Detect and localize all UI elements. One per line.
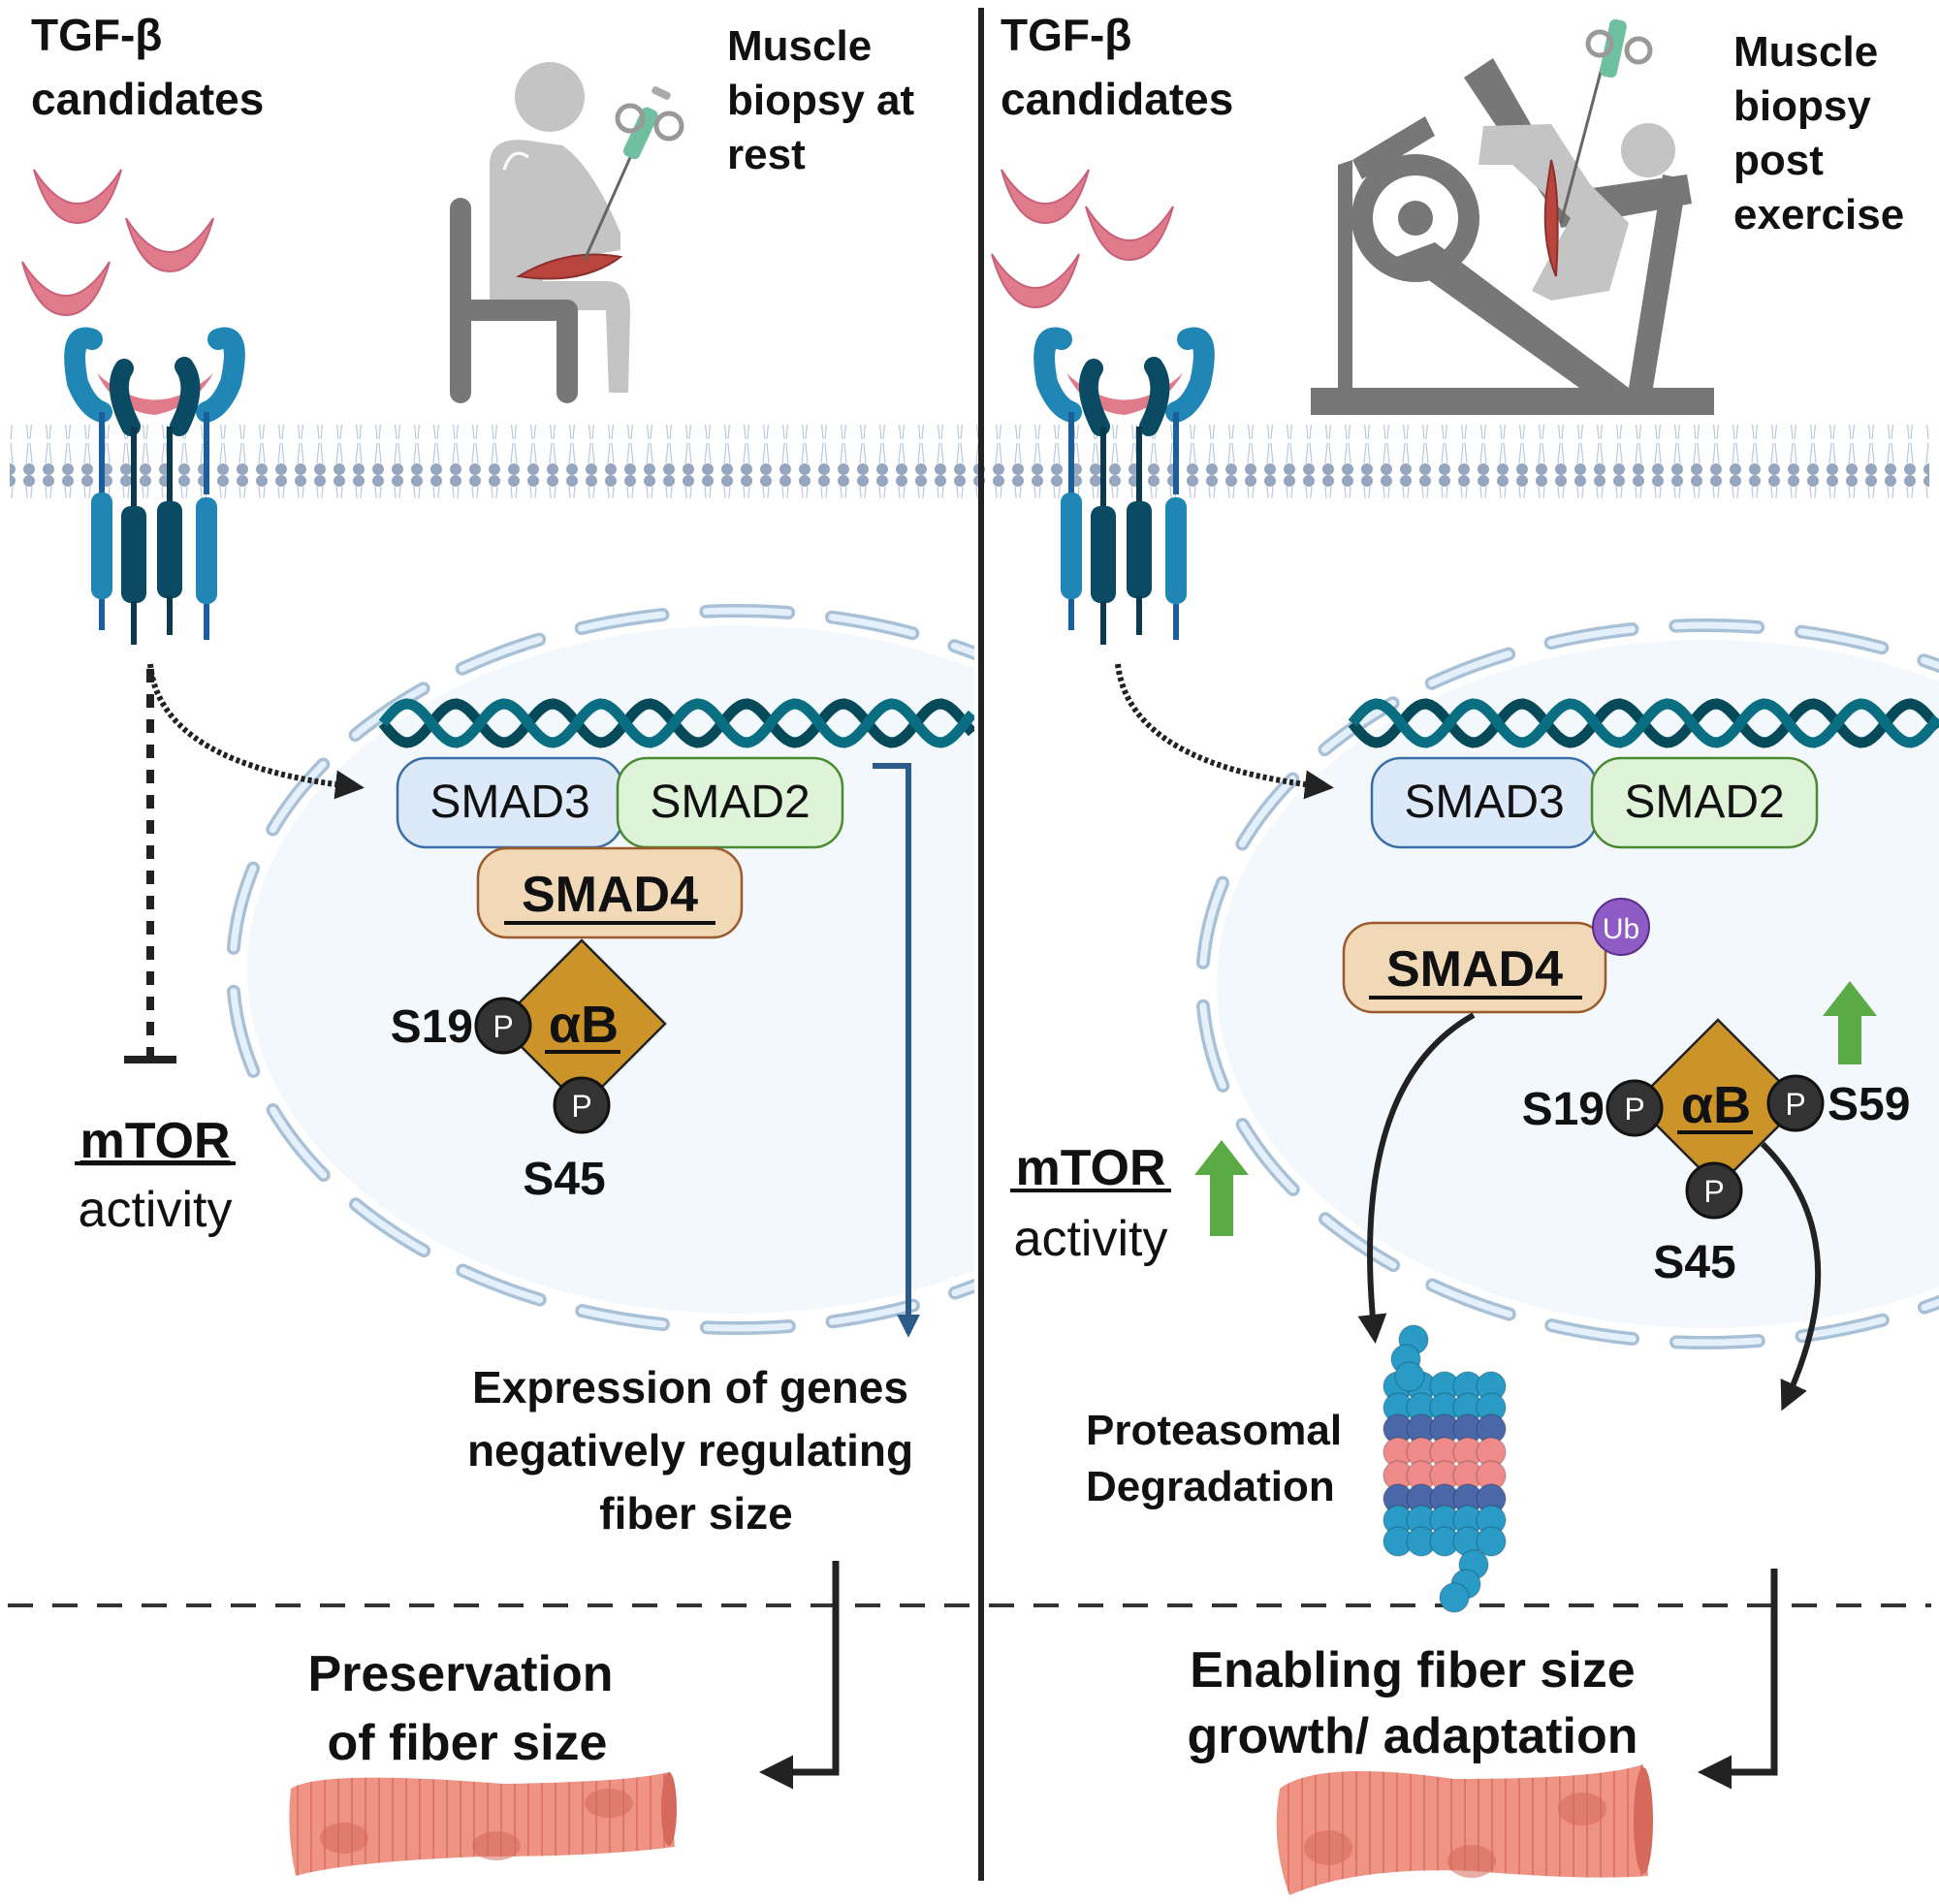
proteasome-subunit — [1439, 1582, 1470, 1613]
ubiquitin-tag: Ub — [1592, 898, 1650, 956]
svg-text:SMAD4: SMAD4 — [1386, 941, 1563, 998]
phospho-up-arrow-icon — [1823, 981, 1877, 1064]
mtor-label: mTOR — [1015, 1140, 1165, 1196]
phospho-site-s19: P — [1605, 1079, 1664, 1137]
outcome-arrow — [759, 1561, 840, 1790]
biopsy-label-line: Muscle — [727, 22, 872, 70]
alpha-b-crystallin: αB — [1633, 1018, 1803, 1189]
ligand-label: TGF-β — [31, 10, 162, 60]
svg-text:Ub: Ub — [1603, 913, 1639, 945]
tgf-beta-ligand — [1001, 169, 1090, 225]
site-label-s19: S19 — [391, 1001, 473, 1053]
site-label-s59: S59 — [1828, 1079, 1910, 1130]
smad4-protein: SMAD4 — [476, 846, 744, 939]
tgf-beta-ligand — [33, 169, 122, 225]
result-text: Preservation — [307, 1646, 613, 1702]
biopsy-label-line: biopsy — [1733, 82, 1871, 130]
svg-text:P: P — [493, 1009, 513, 1044]
biopsy-label-line: exercise — [1733, 191, 1904, 238]
phospho-site-s59: P — [1766, 1074, 1825, 1132]
biopsy-label-line: biopsy at — [727, 77, 914, 124]
dna-strand — [378, 698, 974, 748]
mtor-activity-label: activity — [1014, 1211, 1168, 1267]
svg-text:SMAD3: SMAD3 — [429, 777, 589, 828]
degradation-text: Proteasomal — [1086, 1407, 1342, 1454]
gene-expression-text: fiber size — [599, 1488, 792, 1539]
smad-activation-arrow — [147, 663, 365, 800]
muscle-fiber-normal — [289, 1772, 677, 1876]
degradation-arrow — [1357, 1012, 1476, 1344]
ligand-label-sub: candidates — [31, 74, 264, 124]
gene-expression-text: Expression of genes — [472, 1362, 908, 1412]
svg-text:αB: αB — [549, 996, 619, 1054]
result-text: of fiber size — [328, 1715, 608, 1771]
svg-text:P: P — [1624, 1092, 1644, 1127]
ligand-label: TGF-β — [1001, 10, 1131, 60]
tgf-beta-ligand — [991, 253, 1080, 309]
biopsy-label-line: post — [1733, 137, 1824, 184]
outcome-arrow — [1698, 1569, 1778, 1790]
smad2-protein: SMAD2 — [1590, 756, 1819, 849]
mtor-label: mTOR — [79, 1113, 230, 1169]
mtor-up-arrow-icon — [1194, 1140, 1249, 1236]
phospho-site-s45: P — [553, 1076, 611, 1134]
tgf-beta-ligand — [125, 217, 214, 273]
cell-membrane — [10, 425, 1929, 498]
panel-rest: TGF-β candidates Muscle biopsy at rest m… — [21, 10, 974, 1876]
dna-strand — [1348, 698, 1939, 748]
degradation-text: Degradation — [1086, 1463, 1335, 1510]
gene-expression-text: negatively regulating — [467, 1425, 913, 1476]
proteasome-subunit — [1476, 1526, 1507, 1557]
phospho-site-s45: P — [1685, 1161, 1743, 1220]
tgf-beta-receptor — [64, 327, 245, 645]
svg-text:SMAD4: SMAD4 — [522, 867, 698, 923]
biopsy-label-line: rest — [727, 131, 806, 178]
leg-press-exercise-illustration — [1311, 18, 1714, 415]
seated-person-biopsy-illustration — [450, 62, 684, 403]
site-label-s45: S45 — [1653, 1237, 1735, 1288]
release-arrow — [1760, 1141, 1822, 1412]
smad3-protein: SMAD3 — [396, 756, 624, 849]
ligand-label-sub: candidates — [1001, 74, 1233, 124]
tgf-beta-ligand — [1085, 206, 1174, 262]
svg-text:P: P — [1703, 1174, 1724, 1209]
result-text: Enabling fiber size — [1190, 1642, 1635, 1698]
proteasome-subunit — [1394, 1361, 1425, 1392]
svg-text:SMAD2: SMAD2 — [1624, 777, 1784, 828]
proteasome-icon — [1383, 1324, 1507, 1613]
dna-helix — [378, 698, 974, 748]
alpha-b-crystallin: αB — [496, 938, 667, 1109]
mtor-activity-label: activity — [79, 1182, 233, 1238]
tgf-beta-ligand — [21, 261, 111, 317]
svg-text:SMAD2: SMAD2 — [650, 777, 810, 828]
result-text: growth/ adaptation — [1187, 1708, 1637, 1764]
panel-exercise: TGF-β candidates Muscle biopsy post exer… — [991, 10, 1939, 1895]
phospho-site-s19: P — [474, 997, 532, 1055]
svg-text:P: P — [571, 1089, 591, 1124]
smad-activation-arrow — [1115, 663, 1334, 800]
svg-text:αB: αB — [1681, 1076, 1751, 1134]
biopsy-label-line: Muscle — [1733, 28, 1878, 76]
site-label-s45: S45 — [523, 1154, 605, 1205]
muscle-fiber-enlarged — [1276, 1764, 1653, 1895]
tgf-beta-receptor — [1033, 327, 1215, 645]
smad2-protein: SMAD2 — [616, 756, 844, 849]
gene-expression-arrow — [873, 763, 920, 1338]
site-label-s19: S19 — [1522, 1084, 1605, 1135]
svg-text:P: P — [1785, 1087, 1805, 1122]
dna-helix — [1348, 698, 1939, 748]
smad4-protein: SMAD4 — [1342, 921, 1607, 1014]
svg-text:SMAD3: SMAD3 — [1404, 777, 1564, 828]
smad3-protein: SMAD3 — [1370, 756, 1599, 849]
